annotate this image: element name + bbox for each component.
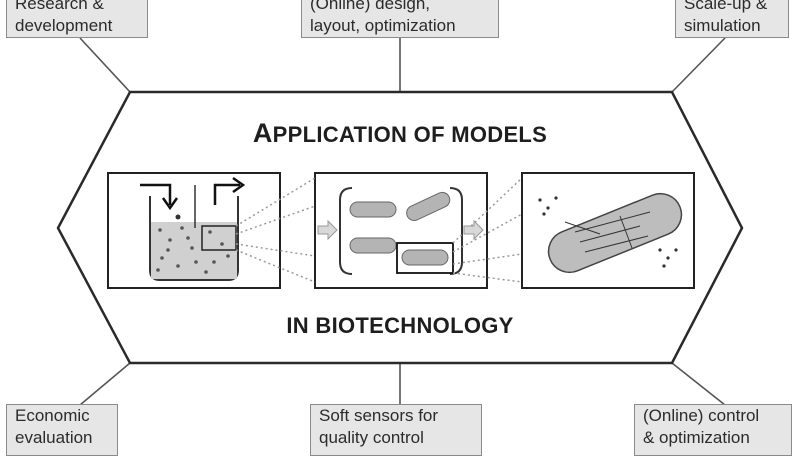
box-online-control: (Online) control & optimization bbox=[634, 404, 792, 456]
connector-top-left bbox=[79, 37, 131, 93]
bioreactor-panel bbox=[107, 172, 281, 289]
box-design-layout: (Online) design, layout, optimization bbox=[301, 0, 499, 38]
arrow-right-1 bbox=[317, 219, 338, 241]
connector-bottom-left bbox=[79, 362, 131, 406]
title-line-1: APPLICATION OF MODELS bbox=[252, 118, 548, 148]
box-soft-sensors: Soft sensors for quality control bbox=[310, 404, 482, 456]
connector-bottom-right bbox=[671, 362, 726, 406]
box-research-development: Research & development bbox=[6, 0, 148, 38]
arrow-right-2 bbox=[463, 219, 484, 241]
connector-top-right bbox=[671, 37, 726, 93]
box-economic-evaluation: Economic evaluation bbox=[6, 404, 118, 456]
cell-population-panel bbox=[314, 172, 488, 289]
box-scale-up-simulation: Scale-up & simulation bbox=[675, 0, 789, 38]
title-line-2: IN BIOTECHNOLOGY bbox=[286, 313, 514, 338]
single-cell-panel bbox=[521, 172, 695, 289]
